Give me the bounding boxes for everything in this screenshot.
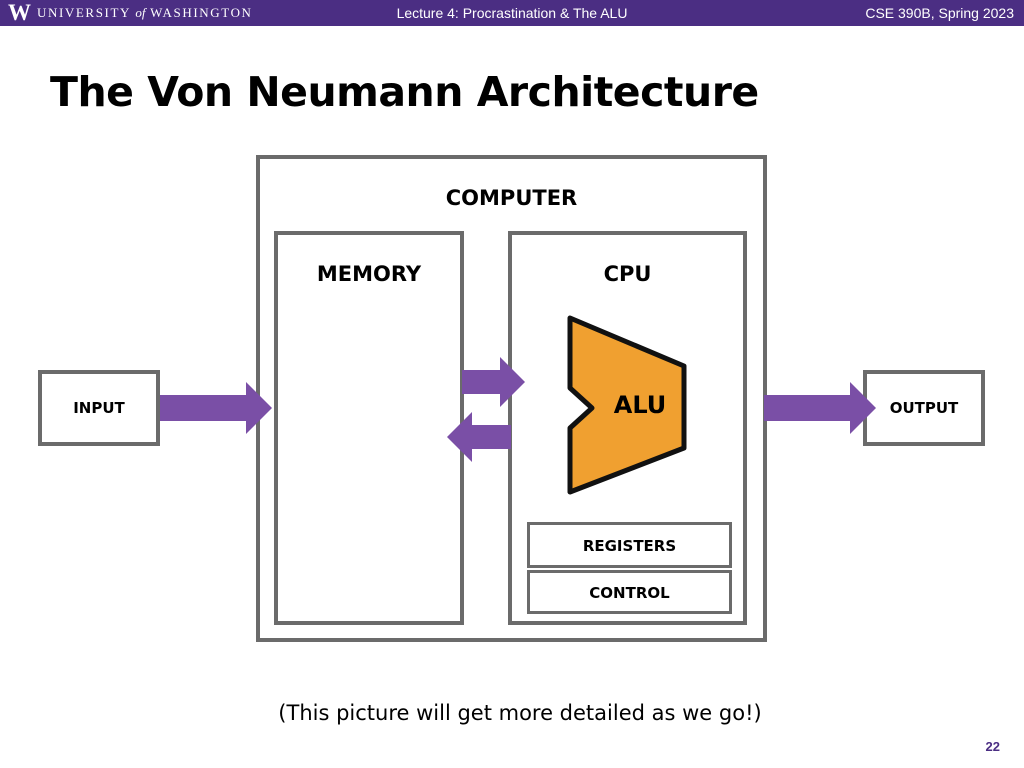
registers-box — [527, 522, 732, 568]
memory-label: MEMORY — [316, 262, 422, 286]
cpu-to-memory-arrow — [447, 412, 511, 462]
course-label: CSE 390B, Spring 2023 — [865, 5, 1014, 21]
registers-label: REGISTERS — [582, 537, 677, 555]
wordmark-part1: UNIVERSITY — [37, 5, 131, 20]
output-label: OUTPUT — [889, 399, 959, 417]
control-box — [527, 570, 732, 614]
input-label: INPUT — [73, 399, 125, 417]
header-bar: W UNIVERSITY of WASHINGTON Lecture 4: Pr… — [0, 0, 1024, 26]
input-box — [38, 370, 160, 446]
alu-shape — [567, 315, 687, 495]
control-label: CONTROL — [589, 584, 670, 602]
alu-label: ALU — [613, 391, 667, 419]
page-number: 22 — [985, 739, 1000, 754]
uw-logo-icon: W — [8, 0, 31, 25]
wordmark-of: of — [135, 5, 146, 20]
university-wordmark: UNIVERSITY of WASHINGTON — [37, 6, 253, 20]
wordmark-part2: WASHINGTON — [150, 5, 253, 20]
memory-box — [274, 231, 464, 625]
slide-caption: (This picture will get more detailed as … — [278, 701, 762, 725]
cpu-label: CPU — [603, 262, 652, 286]
input-arrow — [160, 382, 272, 434]
memory-to-cpu-arrow — [462, 357, 525, 407]
output-arrow — [764, 382, 876, 434]
computer-label: COMPUTER — [445, 186, 578, 210]
slide-title: The Von Neumann Architecture — [50, 68, 759, 116]
lecture-title: Lecture 4: Procrastination & The ALU — [396, 5, 628, 21]
